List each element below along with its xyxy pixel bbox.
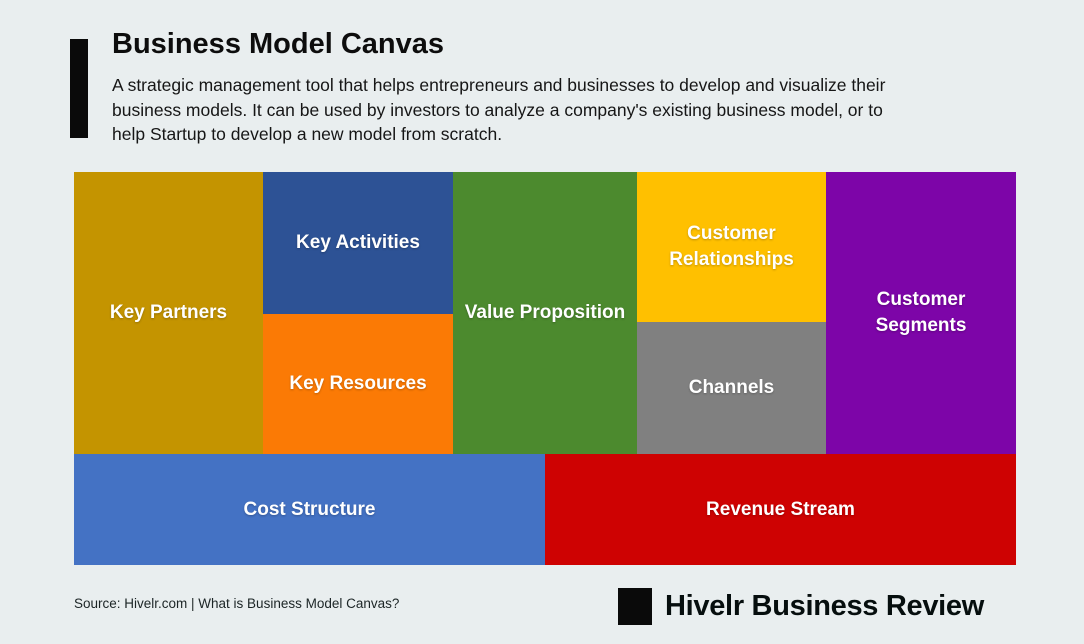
block-cost-structure: Cost Structure [74, 454, 545, 565]
block-label-channels: Channels [688, 377, 775, 398]
page-title: Business Model Canvas [112, 28, 444, 60]
block-customer-relationships: Customer Relationships [637, 172, 826, 322]
source-text: Source: Hivelr.com | What is Business Mo… [74, 596, 400, 611]
block-label-key-resources: Key Resources [289, 373, 427, 394]
description-line: help Startup to develop a new model from… [112, 124, 503, 144]
block-label-cost-structure: Cost Structure [243, 498, 376, 520]
block-label-value-proposition: Value Proposition [464, 302, 626, 323]
block-customer-segments: Customer Segments [826, 172, 1016, 454]
description-line: A strategic management tool that helps e… [112, 75, 886, 95]
page-description: A strategic management tool that helps e… [112, 73, 885, 147]
block-channels: Channels [637, 322, 826, 454]
block-key-partners: Key Partners [74, 172, 263, 454]
title-accent-bar [70, 39, 88, 138]
block-label-customer-segments: Customer Segments [875, 289, 967, 336]
business-model-canvas: Key Partners Key Activities Key Resource… [74, 172, 1016, 565]
block-label-customer-relationships: Customer Relationships [669, 223, 794, 270]
block-value-proposition: Value Proposition [453, 172, 637, 454]
brand-lockup: Hivelr Business Review [618, 585, 984, 627]
block-label-key-activities: Key Activities [296, 232, 420, 253]
block-key-activities: Key Activities [263, 172, 453, 314]
hivelr-logo-icon [618, 587, 652, 625]
block-label-key-partners: Key Partners [109, 302, 228, 323]
block-label-revenue-stream: Revenue Stream [706, 498, 855, 520]
brand-name: Hivelr Business Review [665, 589, 984, 622]
description-line: business models. It can be used by inves… [112, 99, 883, 120]
block-key-resources: Key Resources [263, 314, 453, 454]
block-revenue-stream: Revenue Stream [545, 454, 1016, 565]
